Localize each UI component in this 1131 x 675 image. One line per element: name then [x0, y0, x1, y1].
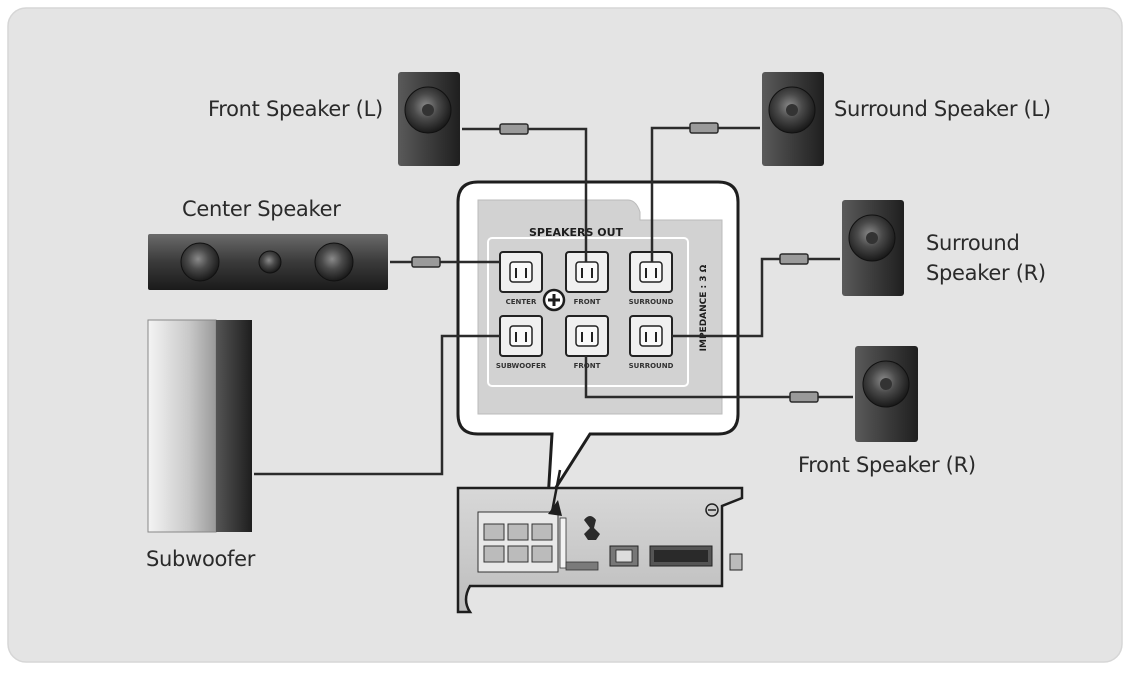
terminal-subwoofer	[499, 315, 543, 357]
surround-speaker-right	[842, 200, 904, 296]
label-center-speaker: Center Speaker	[182, 197, 341, 221]
terminal-front-bottom	[565, 315, 609, 357]
label-surround-speaker-left: Surround Speaker (L)	[834, 97, 1051, 121]
wire-front-right	[584, 356, 853, 399]
front-speaker-right	[855, 346, 918, 442]
terminal-label-surround-top: SURROUND	[629, 298, 674, 306]
label-surround-speaker-right-line2: Speaker (R)	[926, 261, 1046, 285]
plus-icon	[542, 288, 566, 312]
terminal-center	[499, 251, 543, 293]
label-surround-speaker-right-line1: Surround	[926, 231, 1020, 255]
label-subwoofer: Subwoofer	[146, 547, 256, 571]
terminal-label-subwoofer: SUBWOOFER	[496, 362, 547, 370]
terminal-surround-bottom	[629, 315, 673, 357]
label-front-speaker-right: Front Speaker (R)	[798, 453, 976, 477]
wire-subwoofer	[254, 334, 500, 476]
center-speaker	[148, 234, 388, 290]
receiver-back-panel	[456, 486, 744, 614]
surround-speaker-left	[762, 72, 824, 166]
subwoofer	[147, 319, 252, 533]
callout-arrow	[548, 469, 562, 516]
terminal-front-top	[565, 251, 609, 293]
terminal-label-center: CENTER	[506, 298, 537, 306]
label-front-speaker-left: Front Speaker (L)	[208, 97, 383, 121]
wire-surround-left	[650, 126, 760, 262]
terminal-label-front-top: FRONT	[574, 298, 601, 306]
wire-connectors	[411, 122, 819, 403]
panel-title: SPEAKERS OUT	[529, 226, 624, 239]
impedance-label: IMPEDANCE : 3 Ω	[699, 264, 709, 351]
terminal-label-surround-bottom: SURROUND	[629, 362, 674, 370]
front-speaker-left	[398, 72, 460, 166]
